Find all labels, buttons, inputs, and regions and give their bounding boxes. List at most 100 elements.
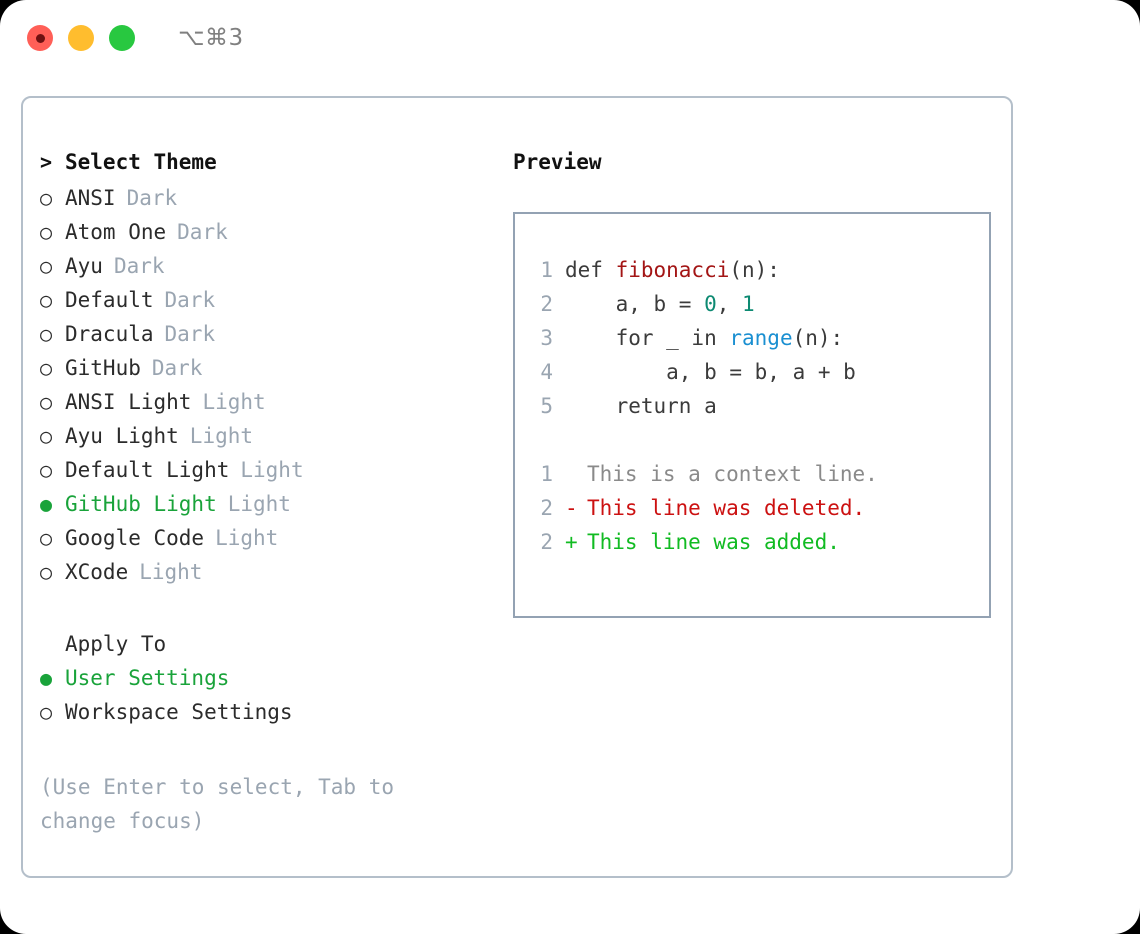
code-token: def [565, 258, 616, 282]
code-token: a, b = [565, 292, 705, 316]
theme-variant: Light [215, 526, 279, 550]
preview-panel-wrapper: Preview 1 def fibonacci (n): 2 a, b = 0 … [501, 98, 1011, 876]
theme-name: XCode [65, 560, 129, 584]
radio-unselected-icon: ○ [40, 186, 53, 210]
theme-name: Dracula [65, 322, 154, 346]
theme-variant: Light [202, 390, 266, 414]
theme-option-ansi-light[interactable]: ○ ANSI Light Light [40, 390, 501, 424]
diff-text: This is a context line. [587, 462, 878, 486]
line-number: 2 [540, 530, 553, 554]
line-number: 3 [540, 326, 553, 350]
code-line: 2 a, b = 0 , 1 [529, 292, 989, 326]
select-theme-heading: > Select Theme [40, 150, 501, 186]
theme-option-ayu-dark[interactable]: ○ Ayu Dark [40, 254, 501, 288]
radio-unselected-icon: ○ [40, 700, 53, 724]
theme-name: GitHub Light [65, 492, 217, 516]
apply-to-label: User Settings [65, 666, 230, 690]
theme-variant: Light [139, 560, 203, 584]
diff-line-context: 1 This is a context line. [529, 462, 989, 496]
apply-to-option-workspace-settings[interactable]: ○ Workspace Settings [40, 700, 501, 734]
close-window-icon[interactable] [27, 25, 53, 51]
theme-option-ansi-dark[interactable]: ○ ANSI Dark [40, 186, 501, 220]
hint-spacer [40, 734, 501, 768]
theme-variant: Light [240, 458, 304, 482]
code-token: for _ in [565, 326, 730, 350]
diff-sign [565, 462, 587, 486]
radio-unselected-icon: ○ [40, 254, 53, 278]
section-spacer [40, 594, 501, 632]
theme-option-xcode-light[interactable]: ○ XCode Light [40, 560, 501, 594]
line-number: 1 [540, 258, 553, 282]
select-theme-title: Select Theme [65, 150, 217, 174]
theme-name: ANSI [65, 186, 116, 210]
theme-name: Ayu [65, 254, 103, 278]
caret-icon: > [40, 150, 53, 174]
theme-option-google-code-light[interactable]: ○ Google Code Light [40, 526, 501, 560]
line-number: 4 [540, 360, 553, 384]
diff-sign-minus: - [565, 496, 578, 520]
code-line: 3 for _ in range (n): [529, 326, 989, 360]
line-number: 2 [540, 496, 553, 520]
theme-name: GitHub [65, 356, 141, 380]
apply-to-heading: Apply To [40, 632, 501, 666]
apply-to-option-user-settings[interactable]: ● User Settings [40, 666, 501, 700]
maximize-window-icon[interactable] [109, 25, 135, 51]
theme-variant: Dark [113, 254, 165, 278]
keyboard-shortcut-label: ⌥⌘3 [178, 25, 244, 51]
code-token-number: 0 [704, 292, 717, 316]
radio-unselected-icon: ○ [40, 356, 53, 380]
radio-selected-icon: ● [40, 666, 53, 690]
line-number: 2 [540, 292, 553, 316]
minimize-window-icon[interactable] [68, 25, 94, 51]
theme-name: Atom One [65, 220, 167, 244]
code-token-function: fibonacci [615, 258, 730, 282]
theme-variant: Light [227, 492, 291, 516]
code-line: 4 a, b = b, a + b [529, 360, 989, 394]
theme-name: Default [65, 288, 154, 312]
radio-unselected-icon: ○ [40, 458, 53, 482]
code-token: , [716, 292, 743, 316]
radio-selected-icon: ● [40, 492, 53, 516]
code-token: (n): [729, 258, 780, 282]
theme-name: Google Code [65, 526, 205, 550]
theme-name: Default Light [65, 458, 230, 482]
theme-variant: Dark [164, 322, 216, 346]
line-number: 5 [540, 394, 553, 418]
theme-variant: Dark [126, 186, 178, 210]
theme-variant: Light [189, 424, 254, 448]
preview-title: Preview [513, 150, 602, 174]
theme-option-atom-one-dark[interactable]: ○ Atom One Dark [40, 220, 501, 254]
radio-unselected-icon: ○ [40, 526, 53, 550]
apply-to-label: Workspace Settings [65, 700, 293, 724]
keyboard-hint-text: (Use Enter to select, Tab to change focu… [40, 775, 395, 833]
theme-name: Ayu Light [65, 424, 179, 448]
window-controls [27, 25, 135, 51]
radio-unselected-icon: ○ [40, 322, 53, 346]
radio-unselected-icon: ○ [40, 424, 53, 448]
radio-unselected-icon: ○ [40, 390, 53, 414]
code-token-builtin: range [729, 326, 793, 350]
radio-unselected-icon: ○ [40, 220, 53, 244]
apply-to-title: Apply To [65, 632, 167, 656]
theme-option-default-light[interactable]: ○ Default Light Light [40, 458, 501, 492]
theme-variant: Dark [164, 288, 216, 312]
theme-option-github-light[interactable]: ● GitHub Light Light [40, 492, 501, 526]
code-line: 5 return a [529, 394, 989, 428]
radio-unselected-icon: ○ [40, 288, 53, 312]
theme-name: ANSI Light [65, 390, 192, 414]
preview-box: 1 def fibonacci (n): 2 a, b = 0 , 1 3 [513, 212, 991, 618]
code-token-number: 1 [742, 292, 755, 316]
theme-variant: Dark [151, 356, 203, 380]
diff-text: This line was deleted. [587, 496, 866, 520]
theme-option-github-dark[interactable]: ○ GitHub Dark [40, 356, 501, 390]
diff-text: This line was added. [587, 530, 840, 554]
theme-option-default-dark[interactable]: ○ Default Dark [40, 288, 501, 322]
theme-option-ayu-light[interactable]: ○ Ayu Light Light [40, 424, 501, 458]
diff-line-added: 2 + This line was added. [529, 530, 989, 564]
theme-option-dracula-dark[interactable]: ○ Dracula Dark [40, 322, 501, 356]
code-token: return a [565, 394, 717, 418]
line-number: 1 [540, 462, 553, 486]
title-bar: ⌥⌘3 [0, 0, 1140, 76]
theme-variant: Dark [177, 220, 228, 244]
